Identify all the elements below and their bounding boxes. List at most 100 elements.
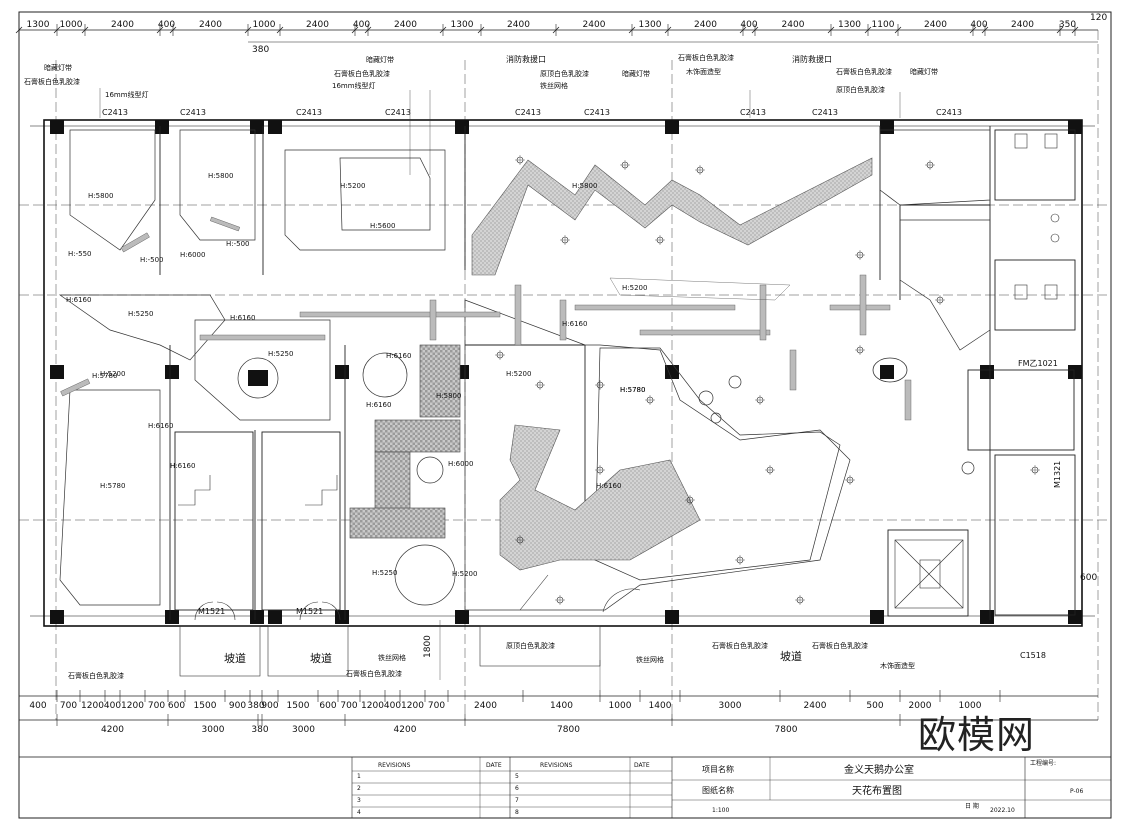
date-value: 2022.10 xyxy=(990,807,1015,814)
material-note: 原顶白色乳胶漆 xyxy=(540,69,589,78)
door-tag-5: C1518 xyxy=(1020,651,1046,660)
material-note: 木饰面造型 xyxy=(686,67,721,76)
height-label: H:5780 xyxy=(100,482,125,490)
linear-light-slots xyxy=(60,216,912,421)
column xyxy=(880,365,894,379)
bottom-dim-value: 400 xyxy=(104,701,121,711)
height-label: H:6160 xyxy=(366,401,391,409)
top-dim-value: 2400 xyxy=(583,20,606,30)
window-tag: C2413 xyxy=(180,108,206,117)
bottom-dim-value: 600 xyxy=(319,701,336,711)
bottom-dim-value: 1200 xyxy=(121,701,144,711)
top-dim-value: 2400 xyxy=(694,20,717,30)
window-tag: C2413 xyxy=(936,108,962,117)
height-label: H:5780 xyxy=(620,386,645,394)
bottom-dim2-value: 4200 xyxy=(101,725,124,735)
rev-header-4: DATE xyxy=(634,762,650,769)
ramp-label-2: 坡道 xyxy=(310,651,332,665)
height-label: H:-500 xyxy=(140,256,164,264)
top-dim-slash xyxy=(477,26,485,34)
bottom-dim2-value: 380 xyxy=(251,725,268,735)
bottom-dim-value: 380 xyxy=(247,701,264,711)
column xyxy=(335,365,349,379)
column xyxy=(455,610,469,624)
window-tag: C2413 xyxy=(740,108,766,117)
top-dim-slash xyxy=(739,26,747,34)
leader-lines xyxy=(99,88,901,690)
material-notes-top: 暗藏灯带石膏板白色乳胶漆16mm线型灯暗藏灯带石膏板白色乳胶漆16mm线型灯原顶… xyxy=(24,53,938,99)
rev-num-right-1: 5 xyxy=(515,773,519,780)
material-note: 原顶白色乳胶漆 xyxy=(506,641,555,650)
height-label: H:5200 xyxy=(340,182,365,190)
top-dim-slash xyxy=(156,26,164,34)
side-dim-1800: 1800 xyxy=(423,635,433,658)
rev-num-right-3: 7 xyxy=(515,797,519,804)
bottom-dim-value: 700 xyxy=(60,701,77,711)
top-dim-slash xyxy=(827,26,835,34)
top-dim-value: 1300 xyxy=(451,20,474,30)
ramp-label-1: 坡道 xyxy=(224,651,246,665)
door-tag-2: M1521 xyxy=(296,607,323,616)
bottom-dim2-value: 7800 xyxy=(775,725,798,735)
material-note: 石膏板白色乳胶漆 xyxy=(836,67,892,76)
top-dim-slash xyxy=(894,26,902,34)
top-dim-value: 2400 xyxy=(1011,20,1034,30)
bottom-dim2-value: 3000 xyxy=(202,725,225,735)
top-dim-slash xyxy=(981,26,989,34)
column xyxy=(268,120,282,134)
bottom-dim-value: 3000 xyxy=(719,701,742,711)
height-label: H:5800 xyxy=(572,182,597,190)
dim-top-second: 380 xyxy=(252,45,269,55)
material-note: 原顶白色乳胶漆 xyxy=(836,85,885,94)
height-label: H:5250 xyxy=(128,310,153,318)
height-label: H:5200 xyxy=(506,370,531,378)
patterned-ceiling-blocks xyxy=(349,344,461,539)
column xyxy=(250,120,264,134)
column xyxy=(50,120,64,134)
top-dim-value: 1000 xyxy=(253,20,276,30)
rev-num-left-3: 3 xyxy=(357,797,361,804)
ceiling-outlines xyxy=(58,129,991,611)
top-dim-value: 2400 xyxy=(924,20,947,30)
height-label: H:5200 xyxy=(452,570,477,578)
height-label: H:5800 xyxy=(436,392,461,400)
height-label: H:5800 xyxy=(88,192,113,200)
drawing-label: 图纸名称 xyxy=(702,785,734,795)
drawing-name: 天花布置图 xyxy=(852,784,902,797)
bottom-dim-value: 700 xyxy=(428,701,445,711)
round-ceiling-features xyxy=(237,352,975,606)
bottom-dim-value: 900 xyxy=(229,701,246,711)
ceiling-height-labels: H:5800H:5800H:5200H:5600H:5800H:6160H:52… xyxy=(66,172,647,578)
grid-axes xyxy=(19,30,1110,720)
column xyxy=(980,610,994,624)
bottom-dim2-value: 4200 xyxy=(394,725,417,735)
top-dim-slash xyxy=(439,26,447,34)
height-label: H:6160 xyxy=(386,352,411,360)
rev-header-1: REVISIONS xyxy=(378,762,411,769)
top-dim-value: 400 xyxy=(970,20,987,30)
material-note: 石膏板白色乳胶漆 xyxy=(346,669,402,678)
height-label: H:6000 xyxy=(180,251,205,259)
side-dim-600: 600 xyxy=(1080,573,1097,583)
rev-num-left-4: 4 xyxy=(357,809,361,816)
height-label: H:6160 xyxy=(66,296,91,304)
column xyxy=(335,610,349,624)
height-label: H:6160 xyxy=(562,320,587,328)
bottom-dim-value: 900 xyxy=(261,701,278,711)
ramp-label-3: 坡道 xyxy=(780,649,802,663)
project-no-label: 工程编号: xyxy=(1030,759,1056,767)
material-note: 铁丝网格 xyxy=(540,81,568,90)
material-note: 暗藏灯带 xyxy=(44,63,72,72)
door-tag-3: FM乙1021 xyxy=(1018,359,1058,368)
sheet-no: P-06 xyxy=(1070,788,1083,795)
column xyxy=(165,610,179,624)
material-note: 木饰面造型 xyxy=(880,661,915,670)
height-label: H:5780 xyxy=(92,372,117,380)
material-note: 石膏板白色乳胶漆 xyxy=(812,641,868,650)
height-label: H:6160 xyxy=(148,422,173,430)
column xyxy=(1068,120,1082,134)
top-dim-slash xyxy=(81,26,89,34)
scale-value: 1:100 xyxy=(712,807,729,814)
top-dim-slash xyxy=(1056,26,1064,34)
